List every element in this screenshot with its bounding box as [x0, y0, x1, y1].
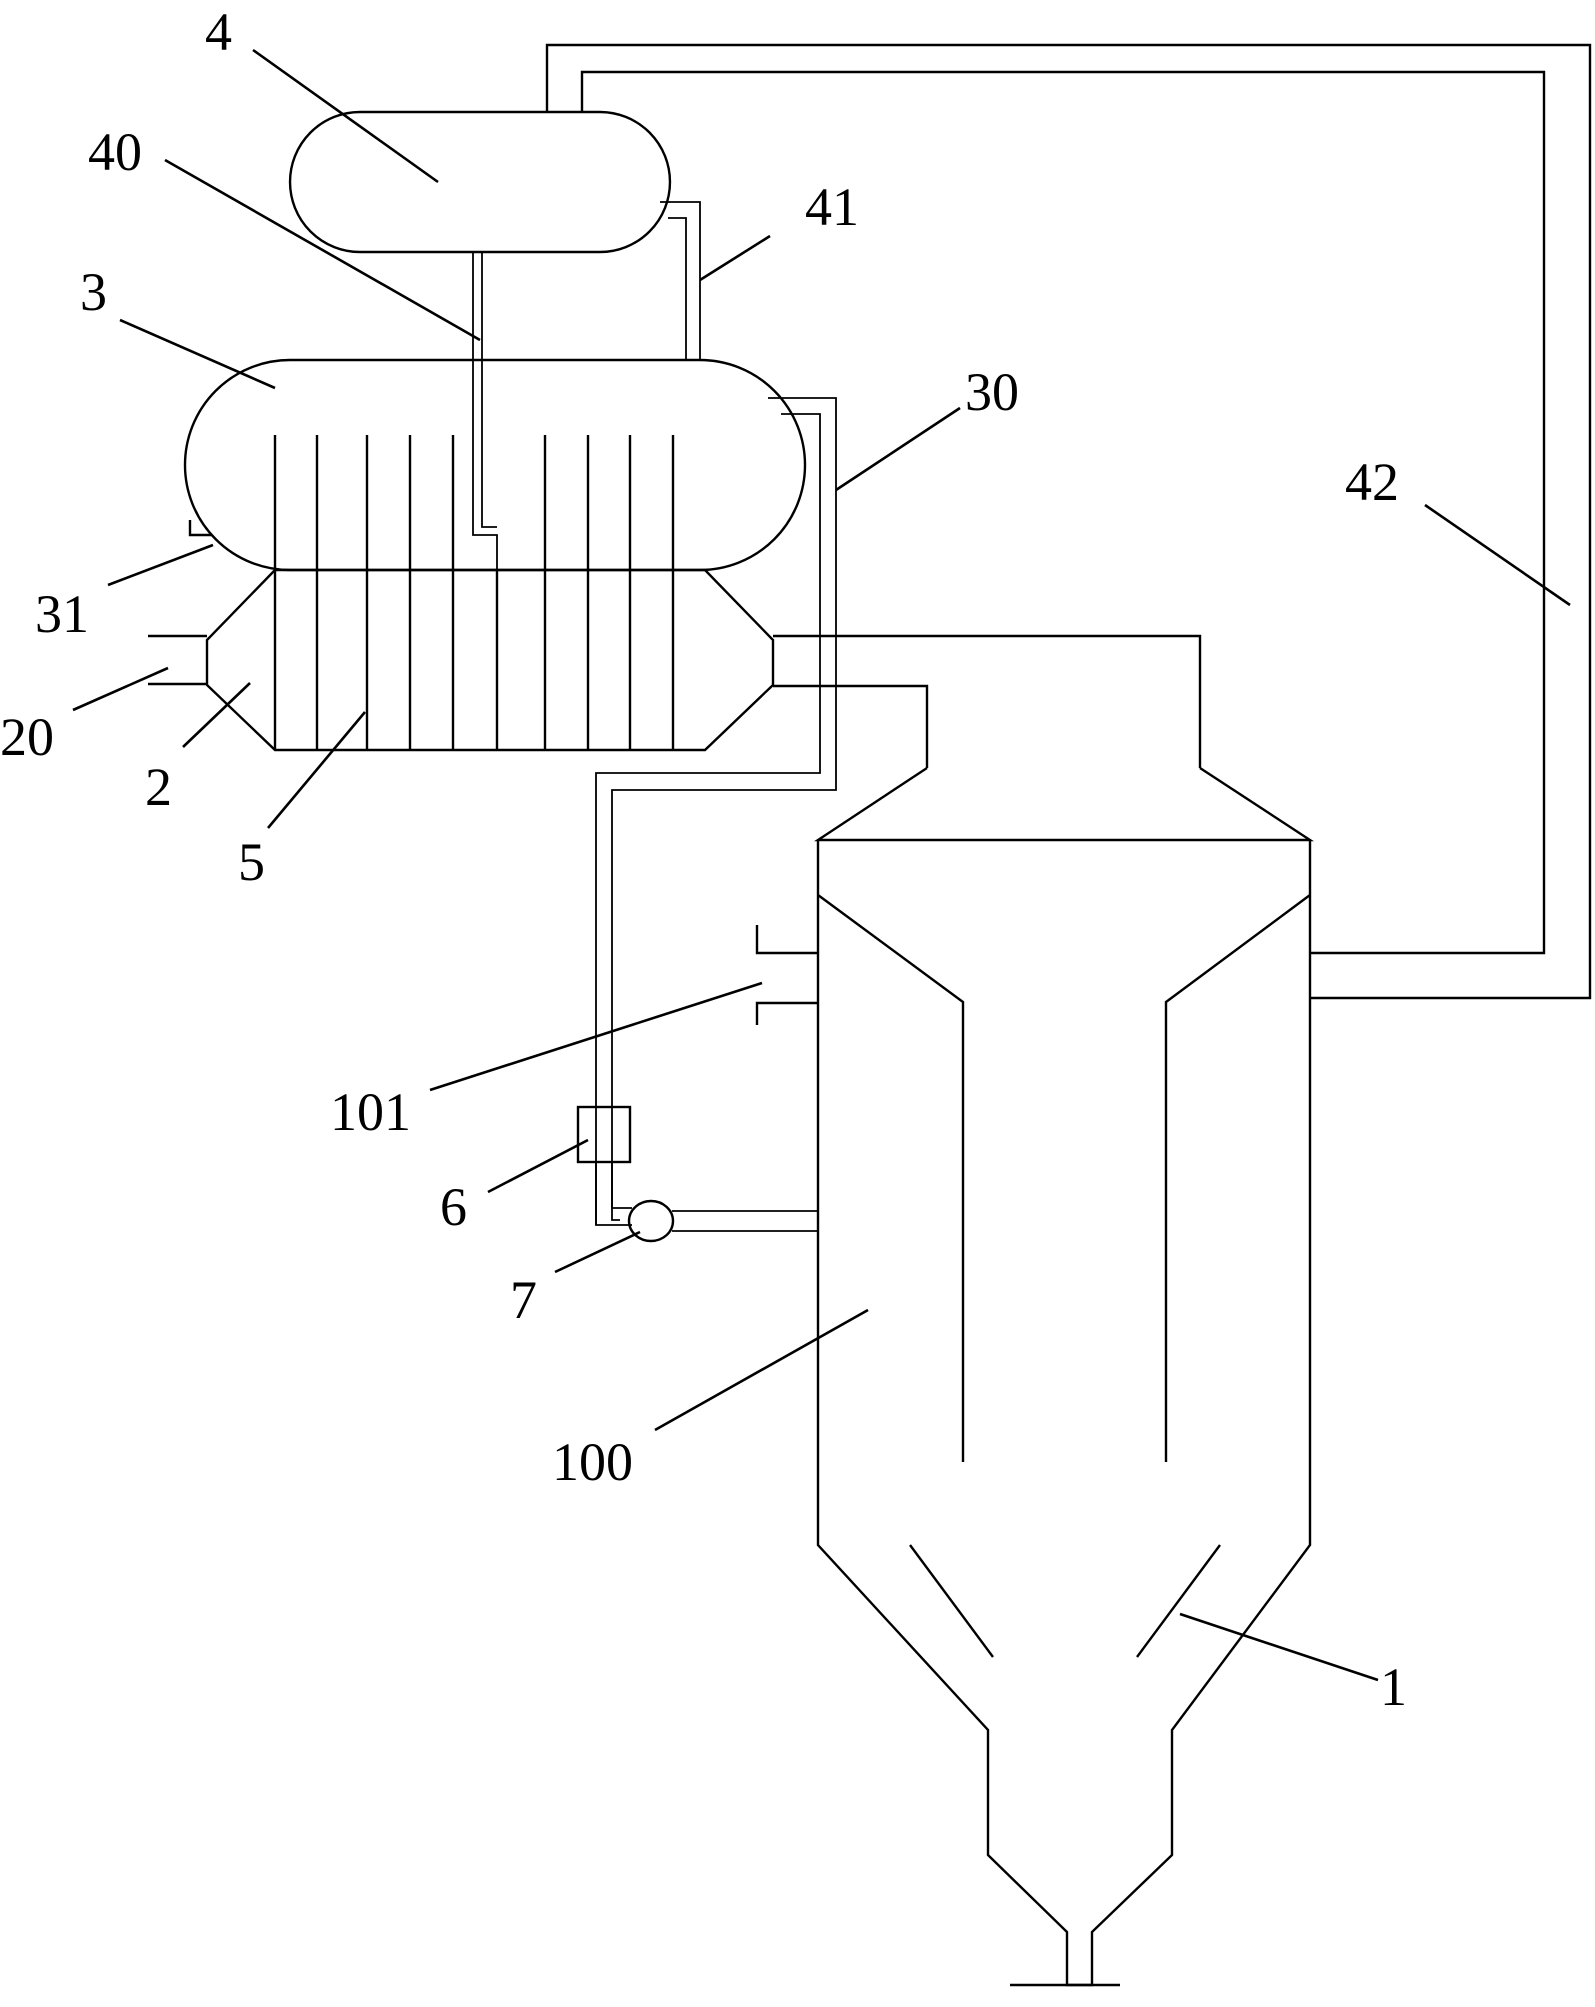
pump-line-upper: [611, 1162, 632, 1209]
label-5: 5: [238, 832, 265, 892]
label-1: 1: [1380, 1657, 1407, 1717]
pump-line-lower: [595, 1162, 632, 1226]
duct-lower: [773, 684, 929, 768]
leader-1: [1179, 1612, 1379, 1682]
stub-31: [188, 520, 212, 537]
label-31: 31: [35, 584, 89, 644]
leader-7: [554, 1230, 641, 1274]
label-3: 3: [80, 262, 107, 322]
duct-upper: [773, 634, 1202, 768]
pipe-40-inner: [481, 252, 497, 528]
leader-3: [119, 318, 276, 390]
leader-101: [429, 981, 763, 1092]
pipe-42-outer: [545, 43, 1592, 1000]
drum-4: [288, 110, 672, 254]
pipe-30-inner: [595, 413, 821, 1225]
leader-100: [654, 1308, 869, 1432]
label-7: 7: [510, 1270, 537, 1330]
label-4: 4: [205, 2, 232, 62]
leader-42: [1424, 503, 1571, 607]
leader-40: [164, 158, 481, 342]
leader-30: [835, 406, 961, 492]
label-100: 100: [552, 1432, 633, 1492]
label-101: 101: [330, 1082, 411, 1142]
label-41: 41: [805, 177, 859, 237]
stub-101: [755, 925, 818, 955]
chamber-2: [205, 569, 775, 752]
label-42: 42: [1345, 452, 1399, 512]
pipe-41-inner: [668, 217, 687, 360]
inner-partition-right: [1164, 894, 1311, 1462]
stub-101-lower: [755, 1001, 818, 1025]
drum-3: [183, 358, 807, 572]
label-30: 30: [965, 362, 1019, 422]
inner-cone-right: [1136, 1544, 1221, 1658]
leader-6: [487, 1138, 589, 1194]
label-6: 6: [440, 1177, 467, 1237]
pipe-30: [611, 397, 837, 1221]
inner-cone-left: [909, 1544, 994, 1658]
leader-41: [699, 234, 771, 282]
inner-partition-left: [817, 894, 965, 1462]
leader-20: [72, 666, 169, 712]
label-40: 40: [88, 122, 142, 182]
leader-2: [182, 682, 251, 748]
pipe-42: [580, 70, 1546, 955]
leader-4: [252, 48, 439, 184]
leader-5: [267, 711, 366, 829]
pipe-41: [660, 201, 701, 360]
label-20: 20: [0, 707, 54, 767]
pipe-40: [472, 252, 498, 570]
pump-7: [627, 1199, 675, 1243]
tube-bundle-5: [273, 435, 675, 750]
separator-6: [576, 1105, 632, 1164]
label-2: 2: [145, 757, 172, 817]
tower-top-hood: [814, 766, 1315, 842]
tower-shell: [816, 840, 1312, 1987]
leader-31: [107, 543, 214, 587]
